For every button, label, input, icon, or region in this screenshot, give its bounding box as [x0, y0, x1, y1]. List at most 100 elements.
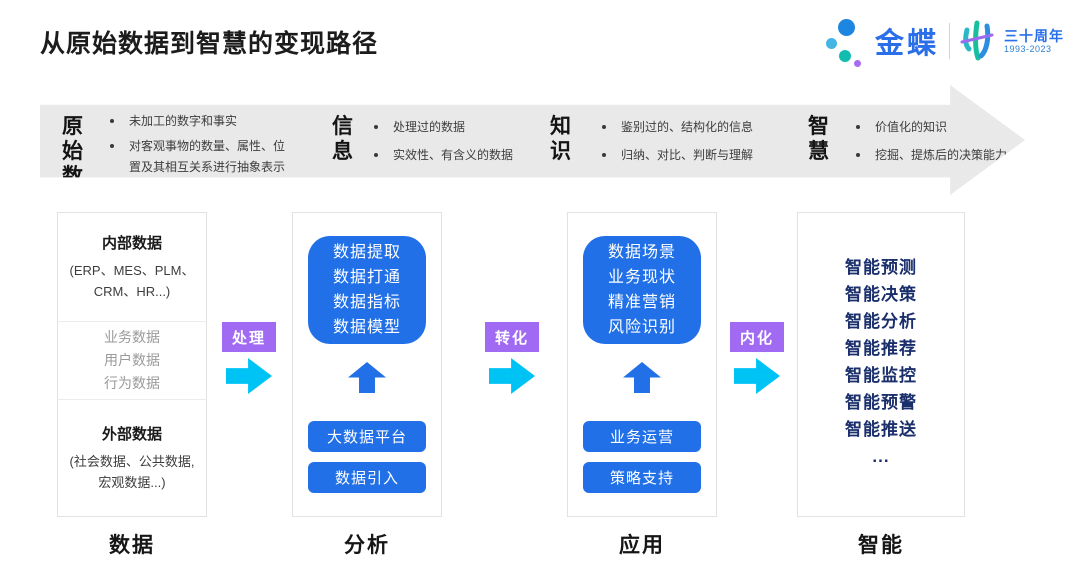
stage-points: 价值化的知识 挖掘、提炼后的决策能力: [856, 117, 1025, 173]
bullet-dot-icon: [374, 153, 378, 157]
anniversary-block: 三十周年 1993-2023: [1004, 28, 1064, 54]
internal-data-title: 内部数据: [101, 235, 162, 252]
kingdee-logo: 金蝶 三十周年 1993-2023: [823, 14, 1064, 68]
connector-internalize: 内化: [730, 322, 784, 394]
stage-bullet-text: 鉴别过的、结构化的信息: [621, 120, 754, 134]
application-capability-box: 数据场景 业务现状 精准营销 风险识别: [583, 236, 701, 344]
process-arrow-banner: 原始 数据 未加工的数字和事实 对客观事物的数量、属性、位置及其相互关系进行抽象…: [40, 85, 1025, 195]
capability-line: 数据模型: [332, 319, 401, 336]
stage-bullet-text: 未加工的数字和事实: [129, 114, 238, 128]
analysis-capability-box: 数据提取 数据打通 数据指标 数据模型: [308, 236, 426, 344]
stage-bullet: 对客观事物的数量、属性、位置及其相互关系进行抽象表示: [110, 136, 286, 178]
bullet-dot-icon: [602, 125, 606, 129]
capability-line: 数据打通: [332, 269, 401, 286]
intelligence-item: 智能分析: [845, 312, 917, 331]
stage-title: 智 慧: [808, 115, 829, 163]
up-arrow-icon: [623, 362, 661, 393]
column-label-intelligence: 智能: [858, 534, 904, 557]
intelligence-item: 智能预警: [845, 393, 917, 412]
intelligence-item: 智能预测: [845, 258, 917, 277]
analysis-box: 数据提取 数据打通 数据指标 数据模型 大数据平台 数据引入: [292, 212, 442, 517]
anniversary-label: 三十周年: [1004, 27, 1064, 44]
bullet-dot-icon: [110, 119, 114, 123]
bullet-dot-icon: [374, 125, 378, 129]
external-data-line: 宏观数据...): [98, 474, 166, 490]
stage-bullet: 价值化的知识: [856, 117, 1025, 138]
external-data-title: 外部数据: [101, 425, 162, 443]
stage-bullet-text: 处理过的数据: [393, 120, 466, 134]
capability-line: 业务现状: [607, 269, 676, 286]
data-import-pill: 数据引入: [308, 462, 426, 493]
stage-bullet-text: 对客观事物的数量、属性、位置及其相互关系进行抽象表示: [129, 139, 286, 174]
bullet-dot-icon: [602, 153, 606, 157]
stage-points: 处理过的数据 实效性、有含义的数据: [374, 117, 564, 173]
data-sources-box: 内部数据 (ERP、MES、PLM、 CRM、HR...) 业务数据 用户数据 …: [57, 212, 207, 517]
stage-bullet: 鉴别过的、结构化的信息: [602, 117, 817, 138]
stage-title: 原始 数据: [62, 115, 83, 213]
internalize-badge: 内化: [730, 322, 784, 352]
intelligence-item: 智能监控: [845, 366, 917, 385]
column-label-analysis: 分析: [344, 534, 390, 557]
stage-bullet-text: 价值化的知识: [875, 120, 948, 134]
external-data-line: (社会数据、公共数据,: [69, 453, 195, 469]
external-data-section: 外部数据 (社会数据、公共数据, 宏观数据...): [58, 400, 206, 515]
intelligence-item: 智能推送: [845, 420, 917, 439]
intelligence-item: 智能决策: [845, 285, 917, 304]
logo-dot-purple-icon: [853, 60, 861, 67]
big-data-platform-pill: 大数据平台: [308, 421, 426, 452]
data-type-item: 行为数据: [104, 375, 160, 391]
capability-line: 风险识别: [607, 319, 676, 336]
stage-title: 知 识: [550, 115, 571, 163]
internal-data-section: 内部数据 (ERP、MES、PLM、 CRM、HR...): [58, 213, 206, 322]
bullet-dot-icon: [110, 144, 114, 148]
anniversary-mark-icon: [960, 20, 994, 61]
bullet-dot-icon: [856, 125, 860, 129]
stage-bullet: 归纳、对比、判断与理解: [602, 145, 817, 166]
stage-bullet-text: 实效性、有含义的数据: [393, 148, 514, 162]
capability-line: 数据指标: [332, 294, 401, 311]
column-data: 内部数据 (ERP、MES、PLM、 CRM、HR...) 业务数据 用户数据 …: [57, 212, 207, 559]
capability-line: 精准营销: [607, 294, 676, 311]
transform-badge: 转化: [485, 322, 539, 352]
logo-dot-teal-icon: [838, 50, 851, 62]
bullet-dot-icon: [856, 153, 860, 157]
intelligence-box: 智能预测 智能决策 智能分析 智能推荐 智能监控 智能预警 智能推送 ...: [797, 212, 965, 517]
column-application: 数据场景 业务现状 精准营销 风险识别 业务运营 策略支持 应用: [567, 212, 717, 559]
brand-name: 金蝶: [874, 28, 939, 60]
anniversary-years: 1993-2023: [1004, 43, 1052, 54]
logo-dot-cyan-icon: [825, 38, 837, 49]
stage-points: 未加工的数字和事实 对客观事物的数量、属性、位置及其相互关系进行抽象表示: [110, 111, 286, 182]
column-label-data: 数据: [109, 534, 155, 557]
application-box: 数据场景 业务现状 精准营销 风险识别 业务运营 策略支持: [567, 212, 717, 517]
stage-bullet-text: 归纳、对比、判断与理解: [621, 148, 754, 162]
stage-bullet: 实效性、有含义的数据: [374, 145, 564, 166]
connector-transform: 转化: [485, 322, 539, 394]
stage-points: 鉴别过的、结构化的信息 归纳、对比、判断与理解: [602, 117, 817, 173]
stage-bullet: 挖掘、提炼后的决策能力: [856, 145, 1025, 166]
logo-dots-icon: [823, 14, 865, 68]
right-arrow-icon: [489, 358, 535, 394]
stage-bullet: 未加工的数字和事实: [110, 111, 286, 132]
process-badge: 处理: [222, 322, 276, 352]
stage-bullet: 处理过的数据: [374, 117, 564, 138]
connector-process: 处理: [222, 322, 276, 394]
intelligence-item: 智能推荐: [845, 339, 917, 358]
column-analysis: 数据提取 数据打通 数据指标 数据模型 大数据平台 数据引入 分析: [292, 212, 442, 559]
internal-data-line: (ERP、MES、PLM、: [69, 263, 195, 278]
strategy-support-pill: 策略支持: [583, 462, 701, 493]
logo-dot-blue-icon: [837, 19, 855, 36]
data-type-item: 业务数据: [104, 329, 160, 345]
column-intelligence: 智能预测 智能决策 智能分析 智能推荐 智能监控 智能预警 智能推送 ... 智…: [797, 212, 965, 559]
column-label-application: 应用: [619, 534, 665, 557]
stage-title: 信 息: [332, 115, 353, 163]
stage-bullet-text: 挖掘、提炼后的决策能力: [875, 148, 1008, 162]
logo-divider: [949, 23, 950, 59]
data-type-item: 用户数据: [104, 352, 160, 368]
intelligence-ellipsis: ...: [872, 447, 890, 466]
middle-data-section: 业务数据 用户数据 行为数据: [58, 322, 206, 400]
capability-line: 数据场景: [607, 244, 676, 261]
up-arrow-icon: [348, 362, 386, 393]
right-arrow-icon: [734, 358, 780, 394]
right-arrow-icon: [226, 358, 272, 394]
